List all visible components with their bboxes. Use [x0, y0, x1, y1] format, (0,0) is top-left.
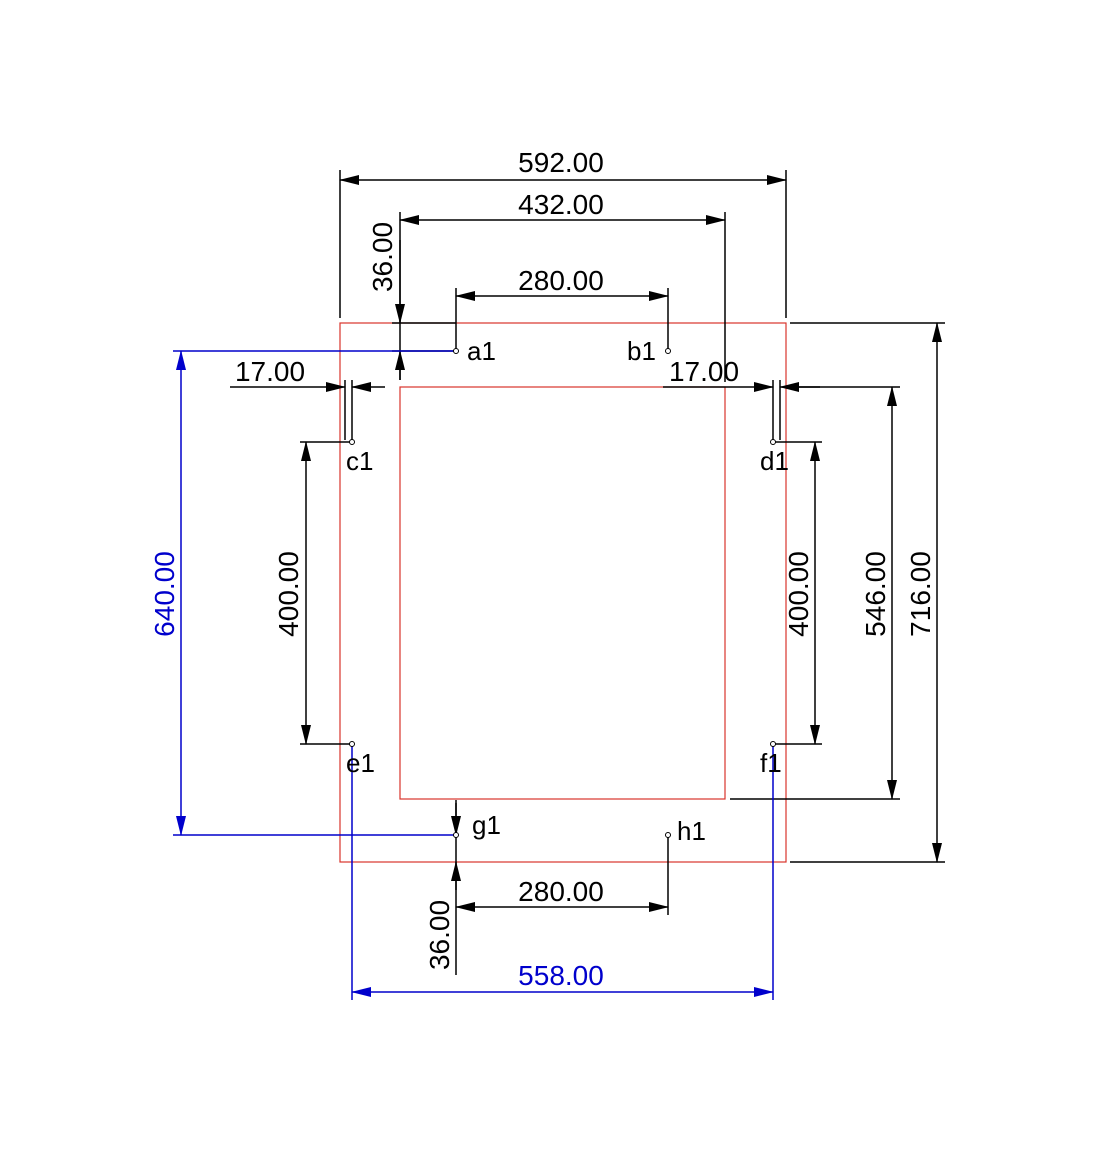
point-label-e: e1	[346, 748, 375, 778]
dim-label-outer-width: 592.00	[518, 147, 604, 178]
dimension-inner-height: 546.00	[730, 386, 900, 800]
dim-label-bottom-offset: 36.00	[424, 900, 455, 970]
dimension-right-gap: 17.00	[663, 356, 820, 440]
point-a: a1	[453, 336, 496, 366]
dimension-inner-width: 432.00	[399, 189, 726, 382]
point-c: c1	[346, 439, 373, 476]
outer-frame	[339, 322, 787, 863]
dimension-outer-width: 592.00	[339, 147, 787, 318]
dimension-blue-height: 640.00	[149, 350, 456, 836]
point-label-g: g1	[472, 810, 501, 840]
dimension-right-span: 400.00	[773, 441, 822, 745]
dimension-bottom-offset: 36.00	[424, 800, 461, 975]
dimension-blue-width: 558.00	[351, 744, 774, 1000]
dim-label-bottom-spacing: 280.00	[518, 876, 604, 907]
dimension-left-gap: 17.00	[230, 356, 385, 440]
dim-label-inner-width: 432.00	[518, 189, 604, 220]
dimension-top-offset: 36.00	[367, 212, 456, 380]
point-label-c: c1	[346, 446, 373, 476]
dim-label-left-span: 400.00	[273, 551, 304, 637]
dim-label-left-gap: 17.00	[235, 356, 305, 387]
dimension-left-span: 400.00	[273, 441, 352, 745]
dim-label-top-spacing: 280.00	[518, 265, 604, 296]
dim-label-blue-width: 558.00	[518, 960, 604, 991]
point-label-f: f1	[760, 748, 782, 778]
inner-opening	[399, 386, 726, 800]
point-label-h: h1	[677, 816, 706, 846]
dimension-bottom-spacing: 280.00	[455, 835, 669, 915]
point-label-a: a1	[467, 336, 496, 366]
point-label-d: d1	[760, 446, 789, 476]
dimension-outer-height: 716.00	[790, 322, 945, 863]
dimension-top-spacing: 280.00	[455, 265, 669, 351]
dim-label-right-span: 400.00	[783, 551, 814, 637]
point-h: h1	[665, 816, 706, 846]
point-d: d1	[760, 439, 789, 476]
point-e: e1	[346, 741, 375, 778]
dim-label-top-offset: 36.00	[367, 222, 398, 292]
point-g: g1	[453, 810, 501, 840]
dim-label-right-gap: 17.00	[669, 356, 739, 387]
point-label-b: b1	[627, 336, 656, 366]
point-b: b1	[627, 336, 671, 366]
dim-label-outer-height: 716.00	[905, 551, 936, 637]
dim-label-inner-height: 546.00	[860, 551, 891, 637]
dim-label-blue-height: 640.00	[149, 551, 180, 637]
point-f: f1	[760, 741, 782, 778]
